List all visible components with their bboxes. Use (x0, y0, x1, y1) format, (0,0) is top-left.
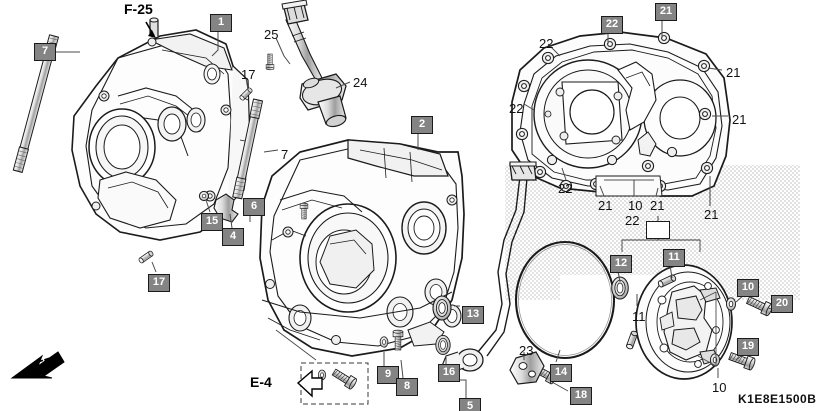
number-22-b: 22 (509, 101, 524, 116)
number-17-top: 17 (241, 67, 256, 82)
section-ref-e4[interactable]: E-4 (250, 374, 272, 390)
callout-4[interactable]: 4 (222, 228, 244, 246)
callout-empty-box[interactable] (646, 221, 670, 239)
callout-19[interactable]: 19 (737, 338, 759, 356)
number-23: 23 (519, 343, 534, 358)
callout-14[interactable]: 14 (550, 364, 572, 382)
callout-16[interactable]: 16 (438, 364, 460, 382)
callout-21-top[interactable]: 21 (655, 3, 677, 21)
callout-1[interactable]: 1 (210, 14, 232, 32)
number-21-b: 21 (732, 112, 747, 127)
callout-5[interactable]: 5 (459, 398, 481, 411)
section-ref-f25[interactable]: F-25 (124, 1, 153, 17)
number-21-c: 21 (598, 198, 613, 213)
number-21-e: 21 (704, 207, 719, 222)
callout-18[interactable]: 18 (570, 387, 592, 405)
front-direction-arrow (10, 351, 65, 379)
callout-9[interactable]: 9 (377, 366, 399, 384)
callout-6[interactable]: 6 (243, 198, 265, 216)
number-10-a: 10 (628, 198, 643, 213)
number-11-b: 11 (632, 309, 646, 324)
callout-2[interactable]: 2 (411, 116, 433, 134)
callout-12[interactable]: 12 (610, 255, 632, 273)
callout-7-top[interactable]: 7 (34, 43, 56, 61)
number-22-a: 22 (539, 36, 554, 51)
left-crankcase-half (71, 17, 251, 241)
number-21-d: 21 (650, 198, 665, 213)
number-21-a: 21 (726, 65, 741, 80)
callout-13[interactable]: 13 (462, 306, 484, 324)
callout-11[interactable]: 11 (663, 249, 685, 267)
number-25: 25 (264, 27, 279, 42)
number-7-lower: 7 (281, 147, 289, 162)
callout-17-bottom[interactable]: 17 (148, 274, 170, 292)
part-code-label: K1E8E1500B (738, 392, 817, 406)
callout-10-right[interactable]: 10 (737, 279, 759, 297)
callout-20[interactable]: 20 (771, 295, 793, 313)
cable-clamp-bracket (509, 351, 545, 385)
callout-15[interactable]: 15 (201, 213, 223, 231)
o-ring (514, 240, 616, 360)
crankcase-cover (511, 31, 731, 197)
number-10-b: 10 (712, 380, 727, 395)
brake-panel-assembly (635, 264, 733, 380)
right-crankcase-half (259, 139, 465, 357)
callout-8[interactable]: 8 (396, 378, 418, 396)
number-22-c: 22 (558, 181, 573, 196)
e4-arrow (296, 369, 323, 398)
callout-22-top[interactable]: 22 (601, 16, 623, 34)
speed-sensor (281, 0, 347, 128)
number-22-d: 22 (625, 213, 640, 228)
number-24: 24 (353, 75, 368, 90)
